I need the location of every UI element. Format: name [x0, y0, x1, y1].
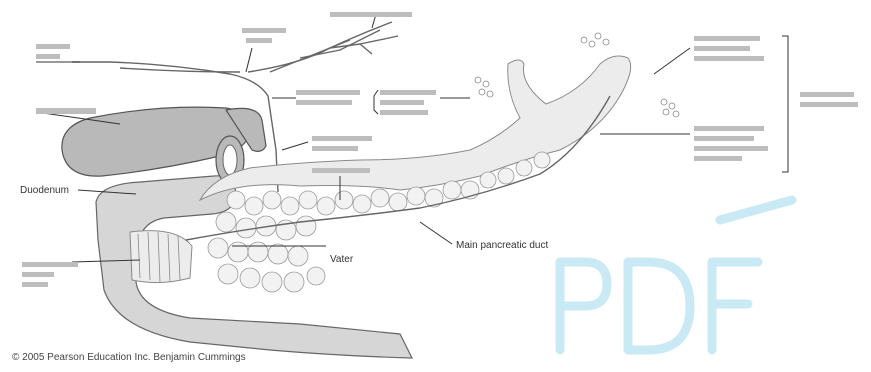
copyright-notice: © 2005 Pearson Education Inc. Benjamin C… [12, 352, 246, 363]
label-main-duct: Main pancreatic duct [456, 240, 548, 251]
common-bile-duct-lumen [223, 145, 237, 175]
label-ampulla: Vater [330, 254, 354, 265]
pancreas [200, 56, 631, 200]
islet-cluster-2 [581, 33, 609, 47]
islet-cluster-3 [661, 99, 679, 117]
watermark [560, 200, 792, 350]
label-duodenum: Duodenum [20, 185, 69, 196]
islet-cluster-1 [475, 77, 493, 97]
